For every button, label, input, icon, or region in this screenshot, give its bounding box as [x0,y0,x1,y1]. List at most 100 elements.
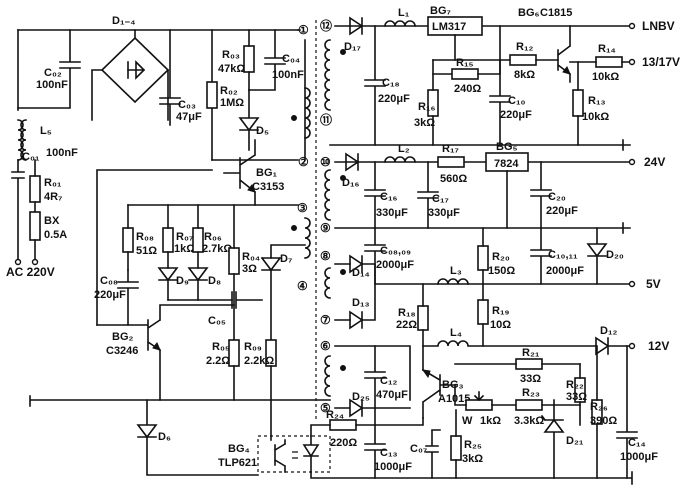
bg7-label: BG₇ [430,5,451,17]
r19-value: 10Ω [490,319,511,331]
inductor-l5 [17,119,27,161]
d25-label: D₂₅ [352,391,370,403]
capacitor-c20 [530,161,552,229]
r01-label: R₀₁ [44,177,62,189]
resistor-r16 [427,59,439,146]
r25-value: 3kΩ [462,453,483,465]
capacitor-c12 [364,345,386,409]
resistor-r02 [206,81,218,109]
r15-value: 240Ω [454,83,481,95]
c13-value: 1000μF [374,461,412,473]
r03-value: 47kΩ [218,63,245,75]
fuse-bx [29,211,41,263]
capacitor-c03 [159,29,181,126]
inductor-l2 [384,156,416,163]
d7-label: D₇ [280,253,292,265]
diode-d5 [238,89,260,151]
bg6-value: C1815 [540,7,572,19]
resistor-r24 [310,417,424,437]
r07-label: R₀₇ [176,231,193,243]
r19-label: R₁₉ [492,305,509,317]
r26-label: R₂₆ [590,401,608,413]
d21-label: D₂₁ [566,435,584,447]
c20-value: 220μF [546,205,578,217]
c05-label: C₀₅ [208,315,226,327]
c12-value: 470μF [376,389,408,401]
capacitor-c05 [231,291,263,309]
d14-label: D₁₄ [352,267,370,279]
r24-label: R₂₄ [326,409,344,421]
diode-d13 [349,310,364,330]
r23-label: R₂₃ [522,387,540,399]
output-lnbv: LNBV [642,19,675,33]
d12-label: D₁₂ [600,325,617,337]
resistor-r06 [192,204,204,269]
d17-label: D₁₇ [344,41,361,53]
c18-value: 220μF [378,93,410,105]
capacitor-c08-09 [364,227,386,285]
c02-value: 100nF [36,79,68,91]
inductor-l4 [422,340,597,347]
output-12v: 12V [648,339,669,353]
resistor-r20 [477,227,489,285]
c08-09-label: C₀₈,₀₉ [380,245,411,257]
c17-label: C₁₇ [432,193,449,205]
bg7-value: LM317 [432,21,466,33]
w-label: W [462,415,473,427]
r06-value: 2.7kΩ [202,243,232,255]
resistor-r17 [437,156,465,168]
transistor-bg3 [421,368,456,419]
bx-value: 0.5A [44,229,67,241]
r24-value: 220Ω [330,437,357,449]
secondary-winding-10-9 [324,169,331,221]
c12-label: C₁₂ [380,375,397,387]
diode-d16 [345,152,360,172]
l1-label: L₁ [398,7,410,19]
capacitor-c04 [248,29,286,91]
r22-value: 33Ω [566,391,587,403]
c10-11-label: C₁₀,₁₁ [548,249,578,261]
r20-label: R₂₀ [492,251,510,263]
r21-label: R₂₁ [522,347,540,359]
bx-label: BX [44,215,60,227]
r14-label: R₁₄ [598,43,616,55]
optocoupler-bg4 [257,435,331,473]
r23-value: 3.3kΩ [514,415,544,427]
r14-value: 10kΩ [592,71,619,83]
r08-label: R₀₈ [136,231,154,243]
capacitor-c10 [489,59,511,146]
c16-label: C₁₆ [380,191,398,203]
pin-3: ③ [297,201,308,215]
bg3-label: BG₃ [442,379,464,391]
pin-9: ⑨ [320,221,331,235]
bg6-label: BG₆ [518,7,540,19]
diode-d7 [260,256,282,272]
d6-label: D₆ [158,431,171,443]
capacitor-c02 [17,29,81,109]
inductor-l1 [384,20,416,27]
r02-value: 1MΩ [220,97,244,109]
c10-11-value: 2000μF [546,265,584,277]
diode-d25 [334,398,411,418]
r17-value: 560Ω [440,173,467,185]
d20-label: D₂₀ [606,249,624,261]
c08-value: 220μF [94,289,126,301]
r17-label: R₁₇ [442,143,459,155]
output-24v: 24V [644,155,665,169]
c03-label: C₀₃ [178,99,196,111]
r20-value: 150Ω [488,265,515,277]
d16-label: D₁₆ [342,177,360,189]
resistor-r13 [572,61,584,146]
w-value: 1kΩ [480,415,501,427]
c02-label: C₀₂ [44,67,62,79]
bg4-value: TLP621 [218,457,257,469]
diode-d9 [157,267,179,301]
capacitor-c07 [425,429,441,479]
r26-value: 390Ω [590,415,617,427]
diode-d12 [595,336,631,356]
pin-12: ⑫ [320,18,332,33]
d5-label: D₅ [256,125,269,137]
resistor-r01 [29,159,41,213]
capacitor-c13 [364,407,386,479]
